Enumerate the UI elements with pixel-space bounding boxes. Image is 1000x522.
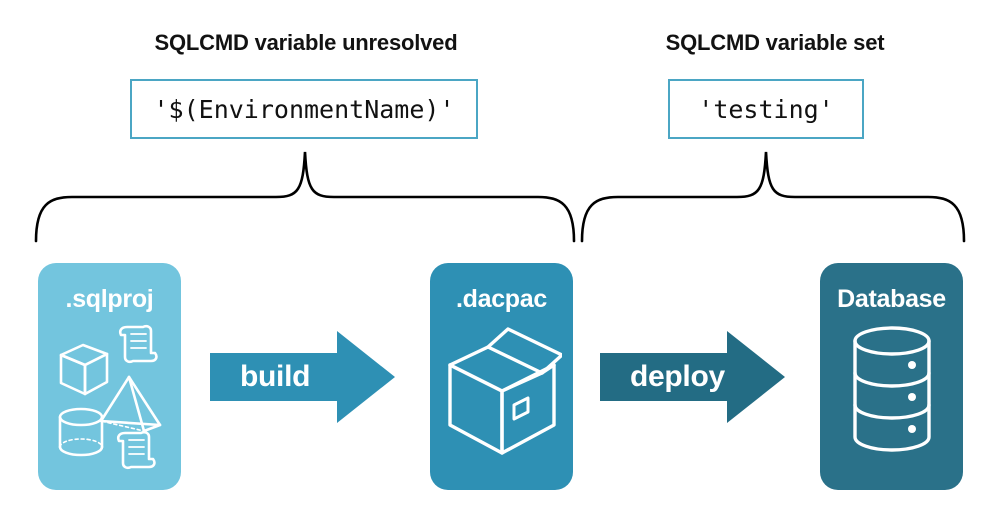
code-box-unresolved-variable: '$(EnvironmentName)': [130, 79, 478, 139]
pyramid-icon: [99, 375, 162, 433]
dacpac-artwork: [430, 321, 573, 461]
arrow-label-deploy: deploy: [630, 360, 725, 393]
cylinder-icon: [58, 407, 104, 457]
artifact-card-database: Database: [820, 263, 963, 490]
card-label-database: Database: [837, 285, 946, 313]
section-title-right: SQLCMD variable set: [665, 30, 885, 55]
package-box-icon: [447, 327, 562, 455]
deploy-arrow-shape: [600, 331, 785, 423]
artifact-card-sqlproj: .sqlproj: [38, 263, 181, 490]
card-label-dacpac: .dacpac: [455, 285, 547, 313]
section-title-left: SQLCMD variable unresolved: [154, 30, 458, 55]
cube-icon: [59, 343, 109, 396]
arrow-build: build: [210, 331, 395, 423]
card-label-sqlproj: .sqlproj: [65, 285, 154, 313]
sqlproj-artwork: [38, 321, 181, 471]
left-curly-brace: [34, 151, 576, 243]
build-arrow-shape: [210, 331, 395, 423]
right-curly-brace: [580, 151, 966, 243]
artifact-card-dacpac: .dacpac: [430, 263, 573, 490]
database-artwork: [820, 321, 963, 461]
script-icon: [118, 324, 158, 364]
arrow-deploy: deploy: [600, 331, 785, 423]
database-cylinder-icon: [852, 326, 931, 452]
arrow-label-build: build: [240, 360, 311, 393]
script-icon: [116, 430, 156, 470]
code-box-resolved-variable: 'testing': [668, 79, 864, 139]
